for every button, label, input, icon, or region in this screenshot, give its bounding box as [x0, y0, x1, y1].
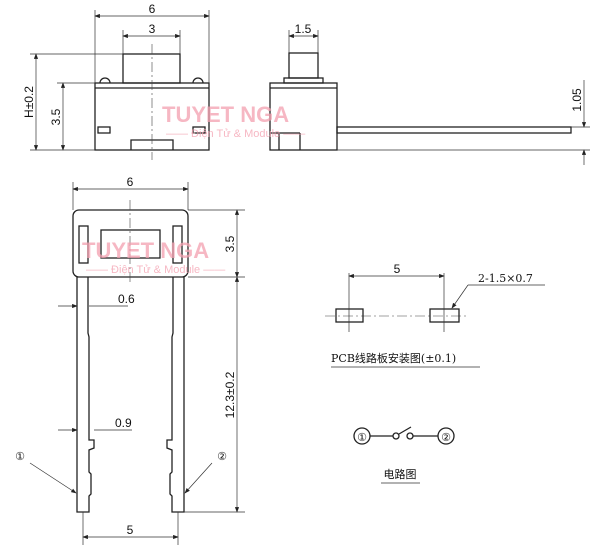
lead-dim-label: 1.05: [570, 88, 584, 112]
lead-view: 6 3.5 12.3±0.2 0.6 0.9 5 ① ②: [15, 175, 245, 545]
circuit-caption: 电路图: [384, 468, 417, 481]
lead-width-top-label: 0.6: [118, 292, 135, 306]
pin2-label: ②: [217, 450, 227, 463]
button-dim-label: 3: [149, 22, 156, 36]
watermark-tagline-2: —— Điện Tử & Module ——: [86, 264, 225, 276]
pin1-label: ①: [15, 450, 25, 463]
lead-width-bottom-label: 0.9: [115, 416, 132, 430]
height-dim-label: H±0.2: [22, 86, 36, 118]
watermark: TUYET NGA —— Điện Tử & Module —— TUYET N…: [82, 102, 305, 276]
side-view: 1.5 1.05: [269, 22, 590, 165]
pcb-caption: PCB线路板安装图(±0.1): [331, 351, 456, 365]
watermark-brand-2: TUYET NGA: [82, 238, 209, 263]
lead-length-dim-label: 12.3±0.2: [223, 371, 237, 418]
watermark-brand: TUYET NGA: [162, 102, 289, 127]
bottom-body-dim-label: 3.5: [223, 235, 237, 252]
circuit-pin1: ①: [357, 431, 367, 444]
side-button-dim-label: 1.5: [295, 22, 312, 36]
top-front-view: 6 3 H±0.2 3.5: [22, 2, 210, 160]
pad-note-label: 2-1.5×0.7: [478, 272, 533, 285]
pitch-dim-label: 5: [127, 523, 134, 537]
circuit-pin2: ②: [441, 431, 451, 444]
circuit-diagram: ① ② 电路图: [353, 426, 455, 484]
width-dim-label: 6: [149, 2, 156, 16]
bottom-width-dim-label: 6: [127, 175, 134, 189]
watermark-tagline: —— Điện Tử & Module ——: [166, 128, 305, 140]
pcb-layout: 5 2-1.5×0.7 PCB线路板安装图(±0.1): [325, 262, 545, 368]
body-height-dim-label: 3.5: [49, 108, 63, 125]
pcb-pitch-label: 5: [394, 262, 401, 276]
